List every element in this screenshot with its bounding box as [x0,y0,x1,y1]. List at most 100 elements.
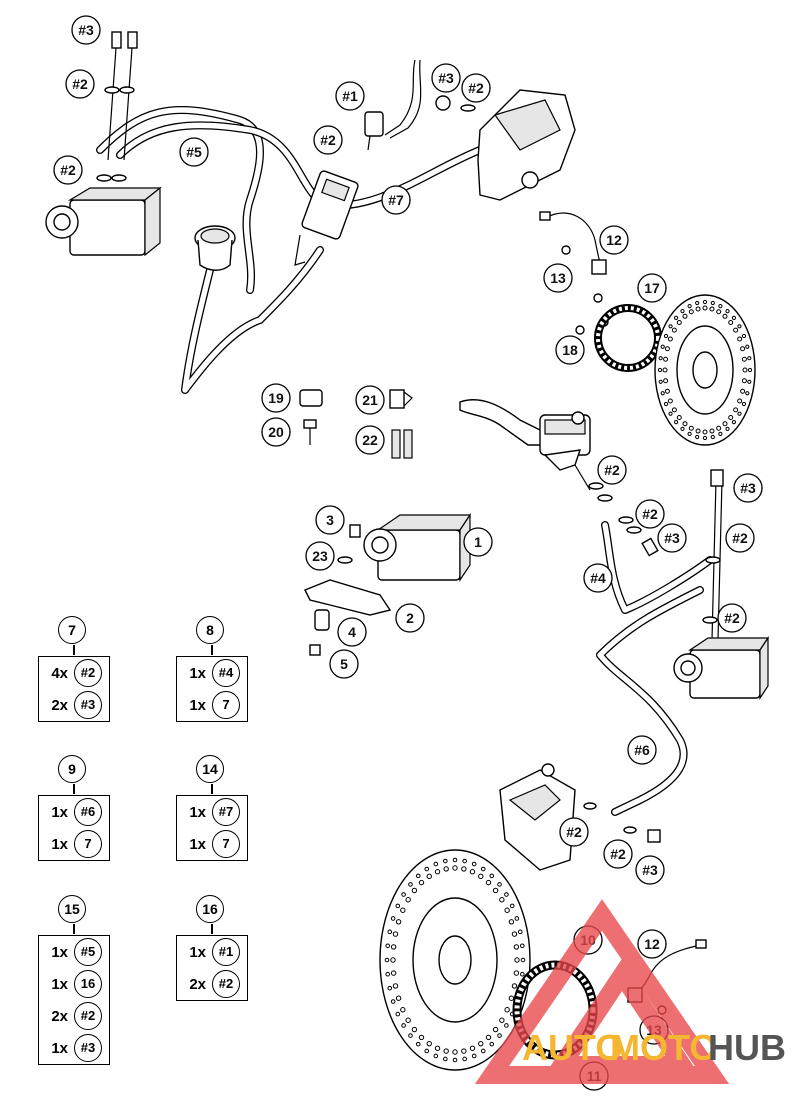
disc-hole [443,1056,448,1062]
brake-fluid-reservoir [194,225,236,271]
disc-hole [676,414,682,420]
kit-part-ref: #2 [74,1002,102,1030]
callout-h3e: #3 [635,855,665,885]
disc-hole [667,336,673,342]
callout-circle [635,855,665,885]
kit-number: 14 [196,755,224,783]
callout-text: 2 [406,610,414,626]
disc-hole [702,435,708,441]
disc-hole [469,869,476,875]
disc-hole [499,1017,505,1023]
disc-hole [722,313,728,319]
disc-hole [478,1040,484,1047]
callout-text: #2 [60,162,76,178]
callout-h2g: #2 [725,523,755,553]
kit-part-ref: #2 [212,970,240,998]
abs-unit-main [337,513,472,582]
callout-text: #2 [320,132,336,148]
kit-row: 4x#2 [39,657,109,689]
disc-hole [499,897,505,903]
kit-row: 1x#5 [39,936,109,968]
kit-quantity: 1x [51,835,68,853]
disc-hole [660,344,665,349]
disc-hole [514,957,520,963]
disc-hole [671,327,677,333]
callout-c23: 23 [305,541,335,571]
disc-hole [497,1033,502,1038]
kit-part-ref: #7 [212,798,240,826]
disc-hole [695,306,701,312]
disc-hole [702,305,708,311]
disc-hole [489,1041,495,1047]
callout-text: 12 [606,232,622,248]
kit-connector [211,784,213,794]
disc-hole [390,944,397,950]
watermark-logo: AUTO MOTO HUB [474,899,786,1084]
disc-hole [426,1040,432,1047]
disc-hole [392,983,399,989]
disc-hole [709,428,715,434]
callout-circle [543,263,573,293]
disc-hole [418,879,425,886]
disc-hole [680,426,685,431]
disc-hole [387,929,393,935]
callout-c19: 19 [261,383,291,413]
disc-hole [718,431,723,436]
disc-hole [405,1017,411,1023]
kit-quantity: 1x [189,664,206,682]
callout-h3c: #3 [733,473,763,503]
callout-text: #2 [468,80,484,96]
callout-text: 13 [550,270,566,286]
callout-c21: 21 [355,385,385,415]
callout-circle [599,225,629,255]
disc-hole [511,983,518,989]
disc-hole [741,378,747,384]
callout-text: #7 [388,192,404,208]
callout-text: #6 [634,742,650,758]
disc-hole [741,356,747,362]
disc-hole [725,309,730,314]
callout-h3d: #3 [657,523,687,553]
kit-quantity: 1x [189,803,206,821]
callout-text: 5 [340,656,348,672]
disc-hole [508,995,515,1001]
disc-hole [680,309,685,314]
disc-hole [426,873,432,880]
disc-hole [443,866,449,872]
callout-h2i: #2 [559,817,589,847]
disc-hole [740,346,746,352]
abs-ring-rear [594,304,662,372]
callout-h2e: #2 [597,455,627,485]
disc-hole [390,999,396,1004]
disc-hole [673,419,679,425]
callout-c22: 22 [355,425,385,455]
disc-hole [664,388,670,394]
disc-hole [731,419,737,425]
callout-text: #3 [664,530,680,546]
disc-hole [728,414,734,420]
kit-connector [73,645,75,655]
disc-hole [424,866,430,872]
disc-hole [702,299,708,305]
disc-hole [688,309,694,315]
kit-quantity: 1x [189,696,206,714]
disc-hole [513,944,520,950]
kit-row: 1x#1 [177,936,247,968]
disc-hole [395,1011,401,1017]
disc-hole [400,1007,406,1013]
kit-part-ref: 16 [74,970,102,998]
disc-hole [504,907,510,913]
disc-hole [663,401,669,407]
disc-hole [390,916,396,921]
callout-h2j: #2 [603,839,633,869]
callout-text: #2 [732,530,748,546]
disc-hole [415,873,421,879]
disc-hole [728,320,734,326]
disc-hole [443,1048,449,1054]
callout-circle [431,63,461,93]
callout-circle [717,603,747,633]
